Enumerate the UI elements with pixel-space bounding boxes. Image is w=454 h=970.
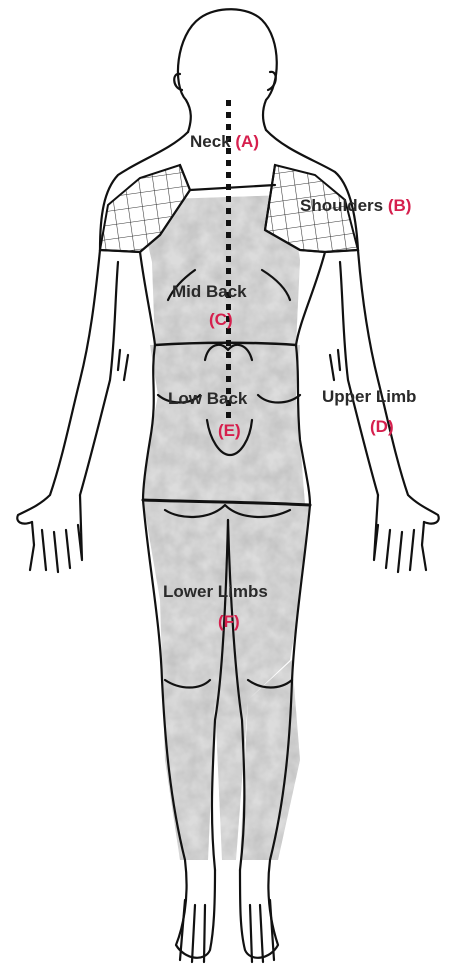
region-code-upper-limb: (D): [370, 417, 394, 437]
region-name: Shoulders: [300, 196, 383, 215]
label-lower-limbs: Lower Limbs: [163, 582, 268, 602]
label-upper-limb: Upper Limb: [322, 387, 416, 407]
label-mid-back: Mid Back: [172, 282, 247, 302]
region-name: Upper Limb: [322, 387, 416, 406]
region-code-low-back: (E): [218, 421, 241, 441]
region-name: Low Back: [168, 389, 247, 408]
label-low-back: Low Back: [168, 389, 247, 409]
region-code-lower-limbs: (F): [218, 612, 240, 632]
region-code: (A): [235, 132, 259, 151]
region-name: Lower Limbs: [163, 582, 268, 601]
region-code-mid-back: (C): [209, 310, 233, 330]
label-shoulders: Shoulders (B): [300, 196, 411, 216]
region-name: Mid Back: [172, 282, 247, 301]
region-name: Neck: [190, 132, 231, 151]
region-code: (B): [388, 196, 412, 215]
label-neck: Neck (A): [190, 132, 259, 152]
